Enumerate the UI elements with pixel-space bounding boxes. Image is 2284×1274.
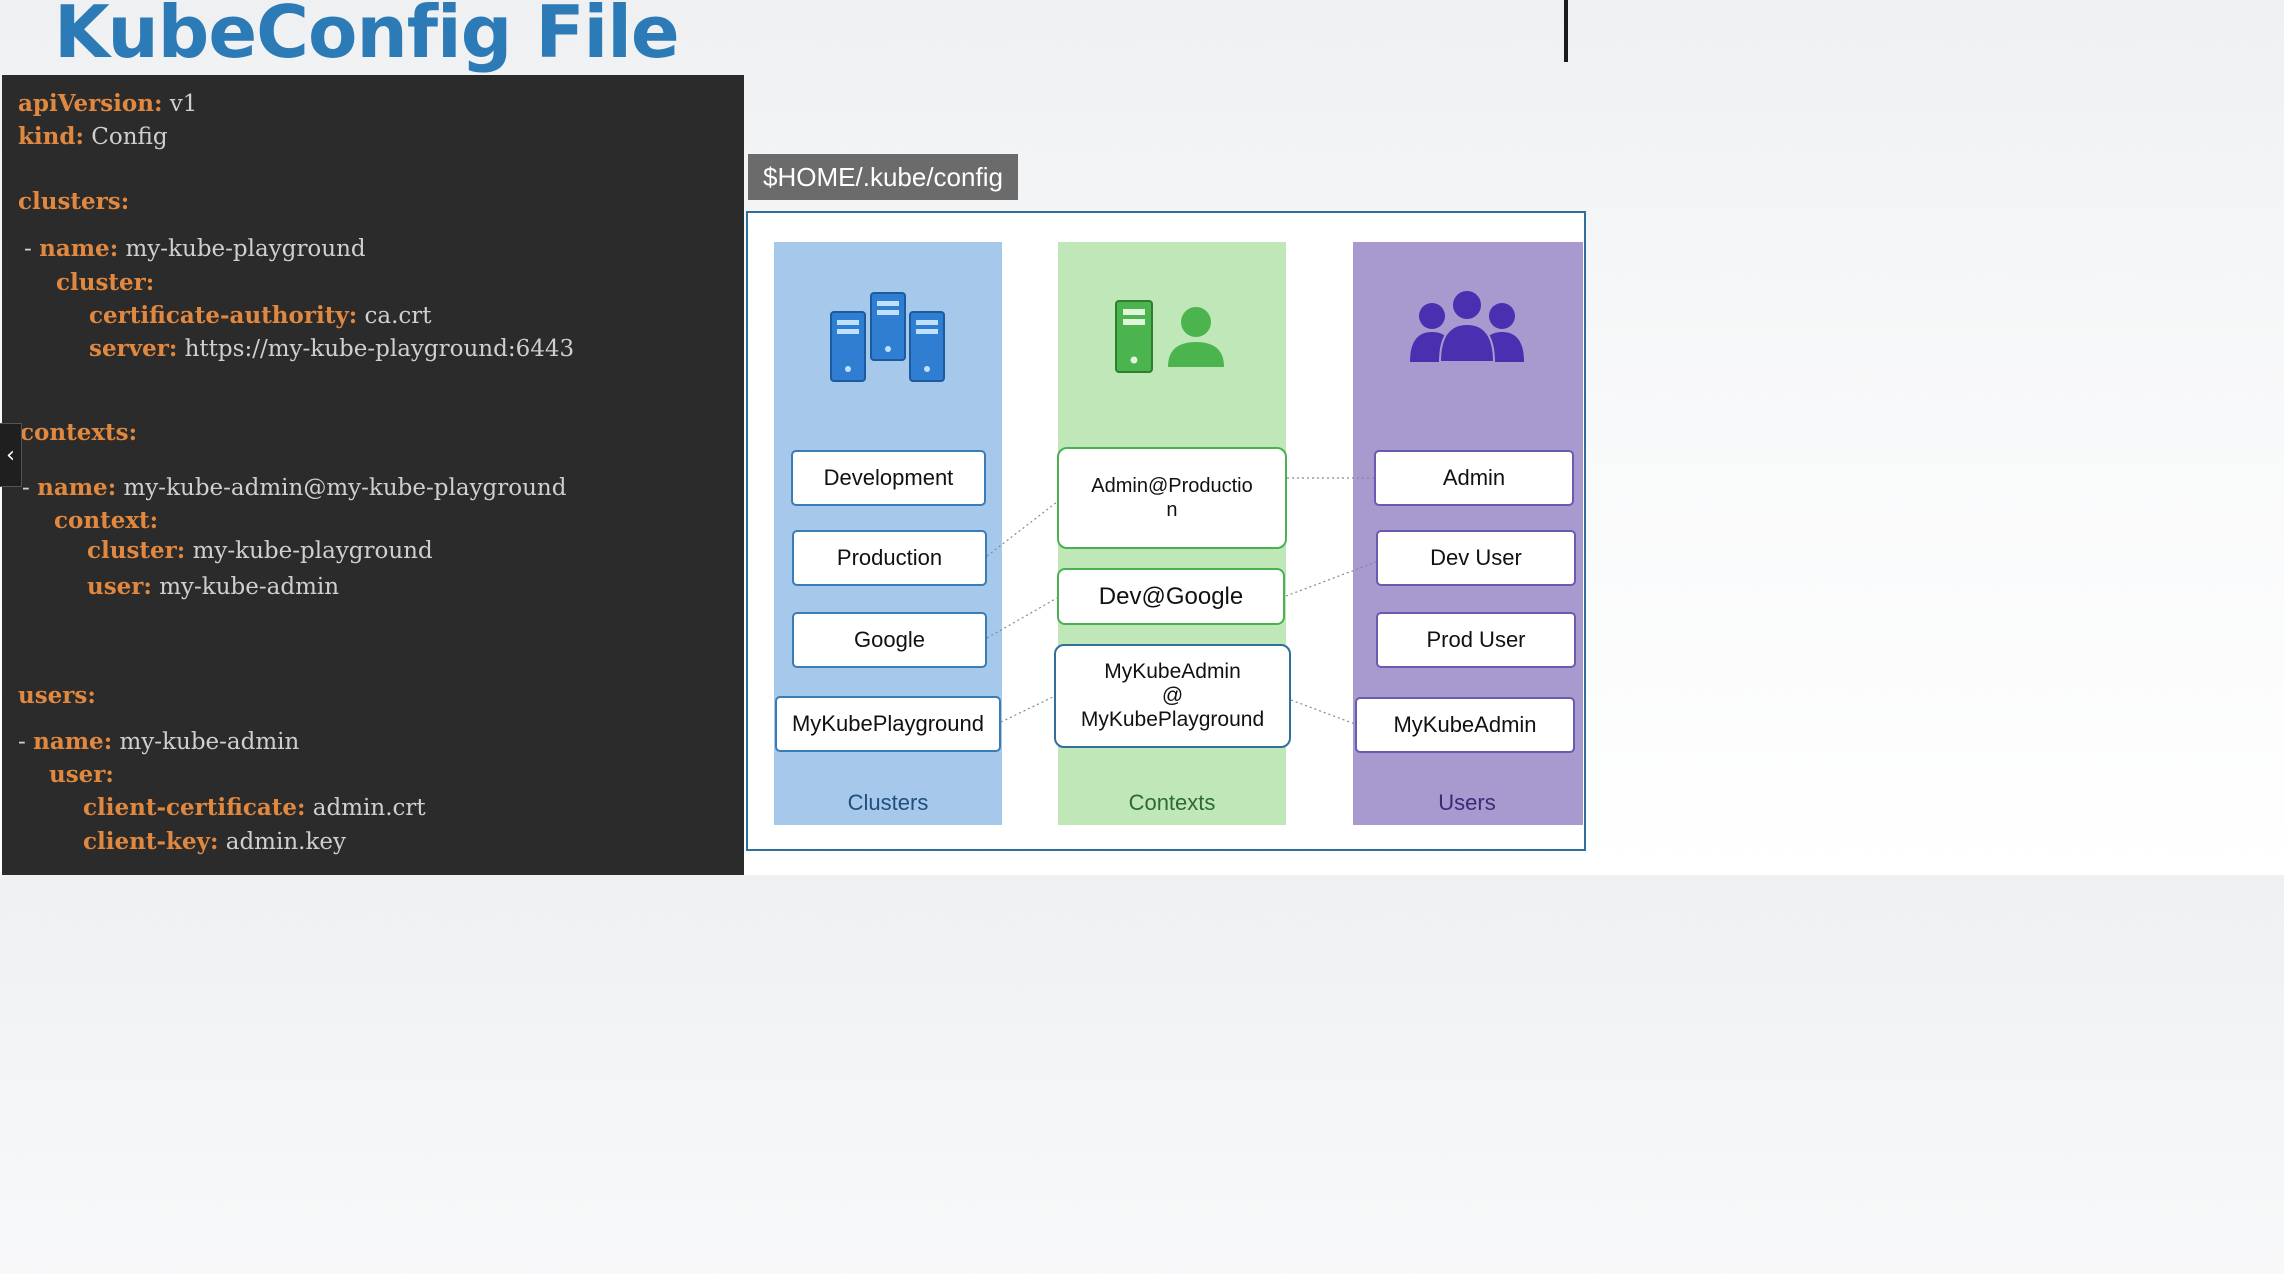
code-line-contexts: contexts: <box>20 419 138 446</box>
code-line-users: users: <box>18 682 96 709</box>
link-context-mykubeadmin <box>1290 699 1356 725</box>
contexts-label: Contexts <box>1128 790 1216 815</box>
chevron-left-icon: ‹ <box>6 442 15 468</box>
connection-lines <box>986 477 1377 725</box>
slide-title: KubeConfig File <box>54 0 680 74</box>
code-line-apiversion: apiVersion: v1 <box>18 90 198 117</box>
previous-slide-button[interactable]: ‹ <box>0 423 22 487</box>
user-admin: Admin <box>1374 450 1574 506</box>
context-admin-production: Admin@Productio n <box>1057 447 1287 549</box>
code-line-context: context: <box>54 507 159 534</box>
users-label: Users <box>1438 790 1496 815</box>
cluster-google: Google <box>792 612 987 668</box>
code-line-context-user: user: my-kube-admin <box>87 573 340 600</box>
link-context-devuser <box>1285 561 1377 597</box>
code-line-kind: kind: Config <box>18 123 168 150</box>
kubeconfig-code-panel: apiVersion: v1 kind: Config clusters: - … <box>2 75 744 875</box>
server-user-icon <box>1115 300 1224 373</box>
code-line-context-name: - name: my-kube-admin@my-kube-playground <box>22 474 567 501</box>
cluster-mykubeplayground: MyKubePlayground <box>775 696 1001 752</box>
cluster-development: Development <box>791 450 986 506</box>
context-mykubeadmin-mykubeplayground: MyKubeAdmin @ MyKubePlayground <box>1054 644 1291 748</box>
clusters-label: Clusters <box>847 790 929 815</box>
code-line-server: server: https://my-kube-playground:6443 <box>89 335 575 362</box>
code-line-client-key: client-key: admin.key <box>83 828 347 855</box>
users-group-icon <box>1410 289 1524 363</box>
code-line-cluster-name: - name: my-kube-playground <box>24 235 366 262</box>
code-line-certificate-authority: certificate-authority: ca.crt <box>89 302 432 329</box>
code-line-user: user: <box>49 761 114 788</box>
code-line-context-cluster: cluster: my-kube-playground <box>87 537 433 564</box>
code-line-clusters: clusters: <box>18 188 130 215</box>
server-cluster-icon <box>830 292 945 382</box>
user-dev-user: Dev User <box>1376 530 1576 586</box>
file-path-label: $HOME/.kube/config <box>748 154 1018 200</box>
user-prod-user: Prod User <box>1376 612 1576 668</box>
link-production-context <box>986 501 1058 557</box>
user-mykubeadmin: MyKubeAdmin <box>1355 697 1575 753</box>
link-mykubeplayground-context <box>1000 695 1056 723</box>
code-line-cluster: cluster: <box>56 269 155 296</box>
window-edge <box>1564 0 1568 62</box>
context-dev-google: Dev@Google <box>1057 568 1285 625</box>
link-google-context <box>986 597 1058 639</box>
cluster-production: Production <box>792 530 987 586</box>
code-line-user-name: - name: my-kube-admin <box>18 728 300 755</box>
code-line-client-certificate: client-certificate: admin.crt <box>83 794 426 821</box>
